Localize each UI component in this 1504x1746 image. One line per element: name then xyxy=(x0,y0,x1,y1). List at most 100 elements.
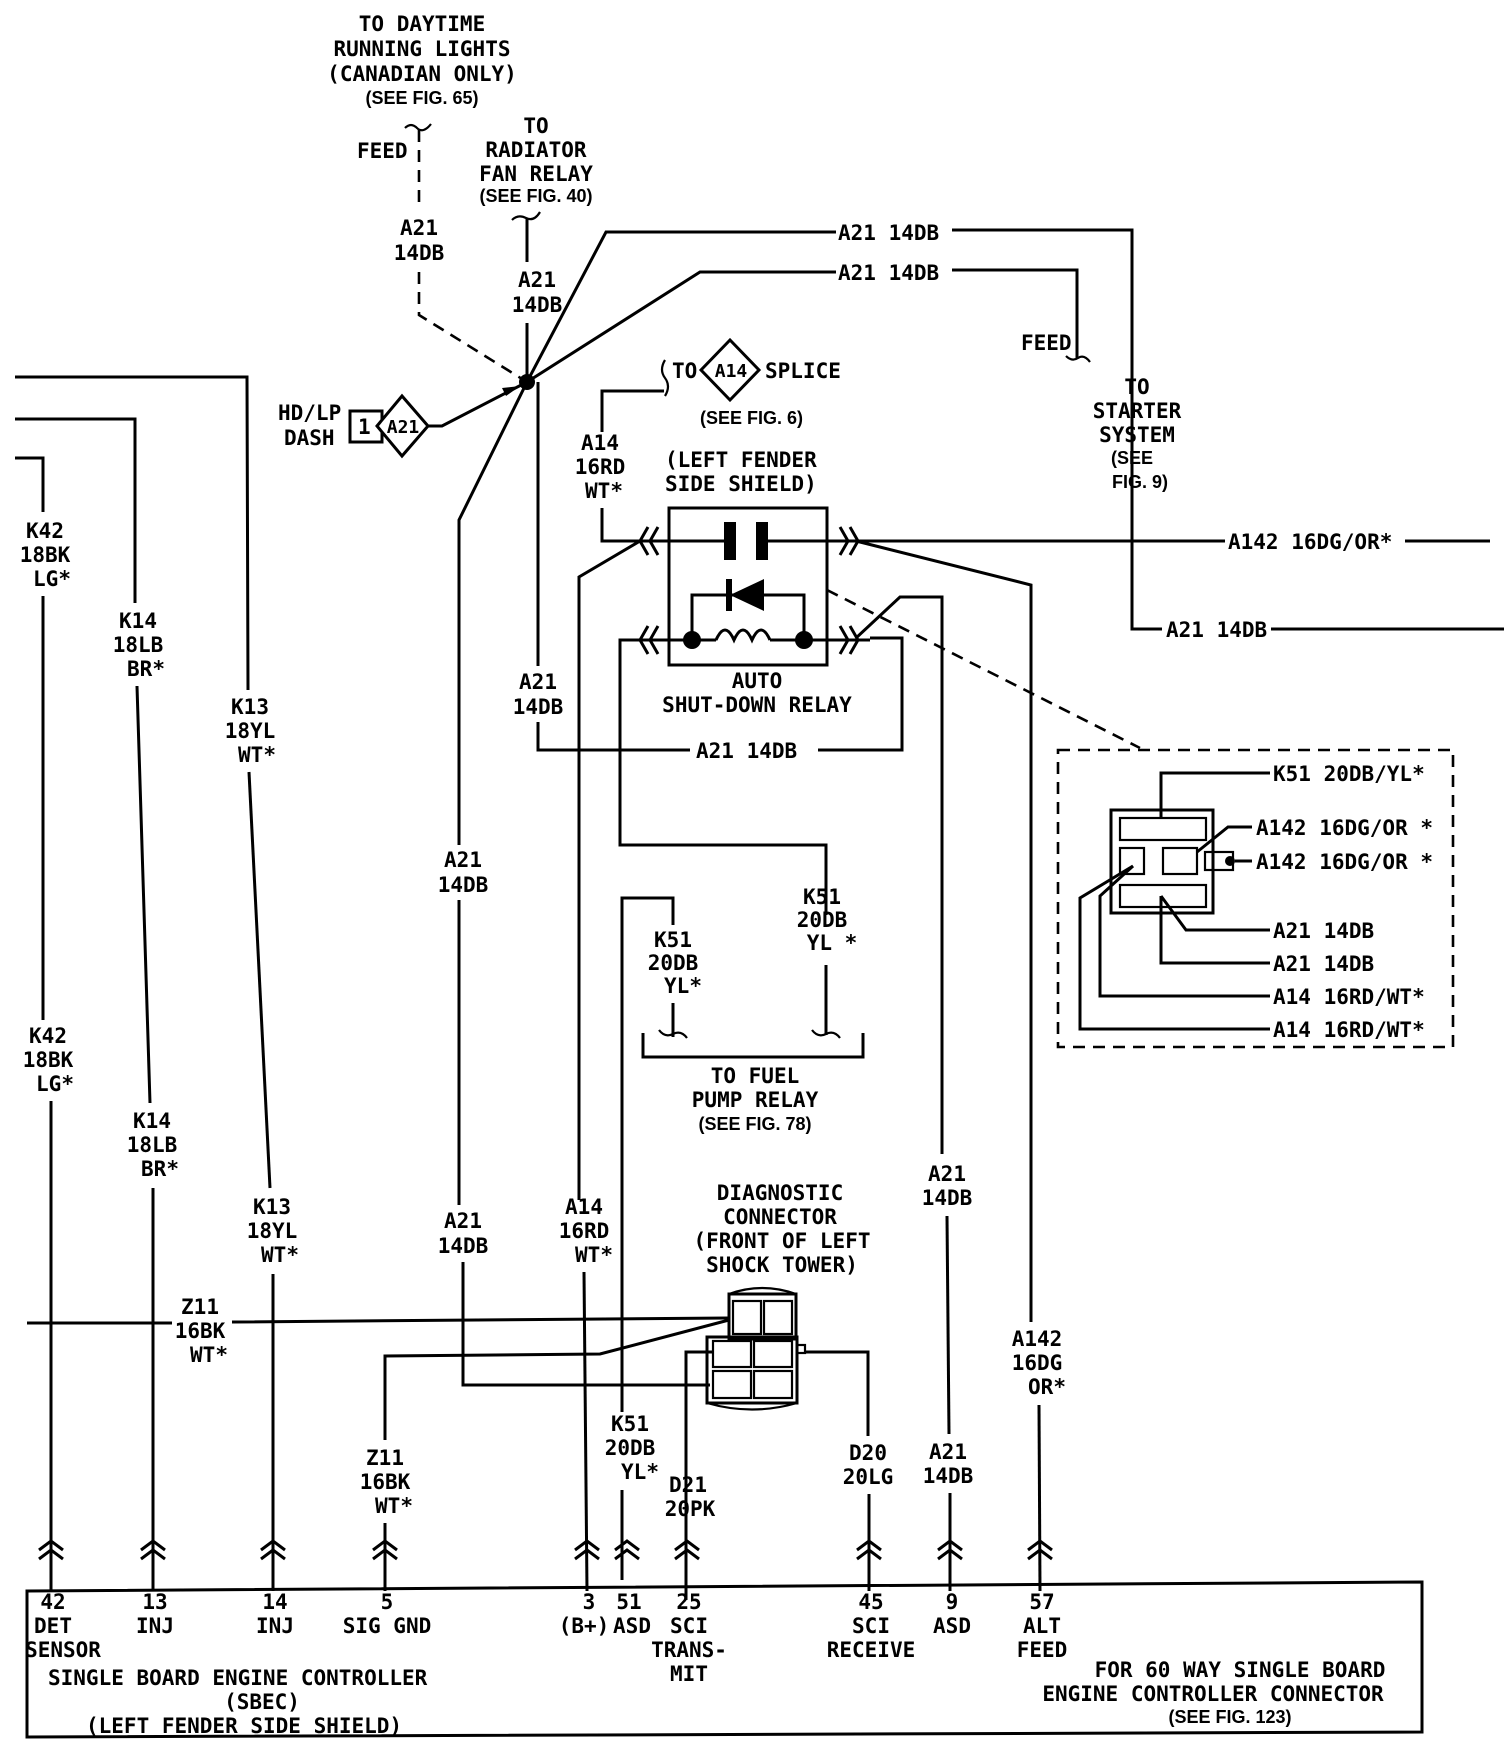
a142-vertical-label-2: 16DG xyxy=(1012,1351,1063,1375)
sbec-pin-name: MIT xyxy=(670,1662,708,1686)
wire-z11-lower xyxy=(383,1318,730,1440)
diag-cavity-5 xyxy=(711,1369,753,1400)
detail-lead-7 xyxy=(1078,864,1270,1031)
k51-lower-label-3: YL* xyxy=(621,1460,659,1484)
wire-k51-relay-down xyxy=(618,638,828,915)
d21-label-2: 20PK xyxy=(665,1497,716,1521)
wire-a21-right-down xyxy=(854,595,944,1154)
z11-lower-label-1: Z11 xyxy=(366,1446,404,1470)
starter-line-1: TO xyxy=(1124,375,1149,399)
diag-line-4: SHOCK TOWER) xyxy=(706,1253,858,1277)
a21-right-upper-label-2: 14DB xyxy=(922,1186,973,1210)
detail-line-2: A142 16DG/OR * xyxy=(1256,816,1433,840)
sbec-note-2: ENGINE CONTROLLER CONNECTOR xyxy=(1042,1682,1384,1706)
k13-lower-label-2: 18YL xyxy=(247,1219,298,1243)
sbec-title: SINGLE BOARD ENGINE CONTROLLER xyxy=(48,1666,428,1690)
diag-line-3: (FRONT OF LEFT xyxy=(693,1229,870,1253)
k14-upper-label-2: 18LB xyxy=(113,633,164,657)
radiator-line-3: FAN RELAY xyxy=(479,162,593,186)
sbec-pin-name: INJ xyxy=(256,1614,294,1638)
diag-line-2: CONNECTOR xyxy=(723,1205,837,1229)
a14-lower-label-2: 16RD xyxy=(559,1219,610,1243)
feed-right-break-icon xyxy=(1065,355,1091,363)
a21-mid-label-2: 14DB xyxy=(513,695,564,719)
a21-dash-label-2: 14DB xyxy=(394,241,445,265)
diagnostic-connector: DIAGNOSTIC CONNECTOR (FRONT OF LEFT SHOC… xyxy=(693,1181,871,1411)
sbec-pin-number: 57 xyxy=(1029,1590,1054,1614)
hdlp-pin: 1 xyxy=(358,415,371,439)
wire-a14-top xyxy=(600,389,664,432)
k14-lower-label-2: 18LB xyxy=(127,1133,178,1157)
diag-lower-block xyxy=(705,1335,799,1405)
k51-right-label-2: 20DB xyxy=(797,908,848,932)
wire-a21-mid-lower xyxy=(536,722,690,752)
detail-lead-2 xyxy=(1196,825,1252,854)
k13-lower-label-1: K13 xyxy=(253,1195,291,1219)
splice-diamond-icon xyxy=(698,337,762,403)
wire-a21-left-upper xyxy=(457,381,529,845)
sbec-pin-number: 45 xyxy=(858,1590,883,1614)
starter-line-3: SYSTEM xyxy=(1099,423,1175,447)
k42-lower-label-3: LG* xyxy=(36,1072,74,1096)
drl-line-2: RUNNING LIGHTS xyxy=(333,37,510,61)
splice-id: A14 xyxy=(715,361,748,382)
fuel-pump-line-2: PUMP RELAY xyxy=(692,1088,819,1112)
pin-chevron-icon xyxy=(38,1539,64,1561)
fuel-pump-line-1: TO FUEL xyxy=(711,1064,800,1088)
detail-dashed-box xyxy=(1056,748,1455,1049)
wire-a14-to-pin xyxy=(582,1271,589,1592)
wire-k14-upper xyxy=(15,417,137,603)
feed-left-break-icon xyxy=(404,123,432,132)
drl-callout: TO DAYTIME RUNNING LIGHTS (CANADIAN ONLY… xyxy=(327,12,517,108)
diode-icon xyxy=(730,579,764,611)
k42-upper-label-2: 18BK xyxy=(20,543,71,567)
coil-icon xyxy=(692,628,804,644)
detail-lead-1 xyxy=(1159,771,1270,818)
diag-cavity-4 xyxy=(752,1339,794,1369)
sbec-pin-name: INJ xyxy=(136,1614,174,1638)
diag-latch xyxy=(795,1343,807,1355)
sbec-pin-number: 9 xyxy=(946,1590,959,1614)
a14-relay-label-3: WT* xyxy=(585,479,623,503)
sbec-pin-number: 5 xyxy=(381,1590,394,1614)
relay-connector-out-bottom-icon xyxy=(838,625,860,655)
a21-left-upper-label-2: 14DB xyxy=(438,873,489,897)
relay-name-2: SHUT-DOWN RELAY xyxy=(662,693,852,717)
a14-lower-label-1: A14 xyxy=(565,1195,603,1219)
detail-cavity-center xyxy=(1161,846,1199,876)
z11-upper-label-2: 16BK xyxy=(175,1319,226,1343)
wire-d20-upper xyxy=(805,1350,870,1436)
feed-right-label: FEED xyxy=(1021,331,1072,355)
pin-chevron-icon xyxy=(1027,1539,1053,1561)
k51-right-label-3: YL * xyxy=(807,931,858,955)
k51-left-label-3: YL* xyxy=(664,974,702,998)
sbec-pin-name: TRANS- xyxy=(651,1638,727,1662)
k14-upper-label-3: BR* xyxy=(127,657,165,681)
pin-connector-chevrons xyxy=(38,1539,1053,1561)
sbec-abbr: (SBEC) xyxy=(224,1690,300,1714)
wire-k51-left xyxy=(620,896,675,1580)
sbec-pin-number: 25 xyxy=(676,1590,701,1614)
sbec-note-ref: (SEE FIG. 123) xyxy=(1168,1707,1291,1727)
k13-lower-label-3: WT* xyxy=(261,1243,299,1267)
feed-left-label: FEED xyxy=(357,139,408,163)
detail-line-6: A14 16RD/WT* xyxy=(1273,985,1425,1009)
drl-line-1: TO DAYTIME xyxy=(359,12,485,36)
wire-a21-to-diag xyxy=(461,1262,710,1387)
hdlp-label-2: DASH xyxy=(284,426,335,450)
a21-left-upper-label-1: A21 xyxy=(444,848,482,872)
k14-lower-label-3: BR* xyxy=(141,1157,179,1181)
sbec-pin-number: 51 xyxy=(616,1590,641,1614)
wire-a21-top-1 xyxy=(525,230,836,383)
wire-a21-top-2-right xyxy=(952,268,1079,358)
d21-label-1: D21 xyxy=(669,1473,707,1497)
coil-node-left-icon xyxy=(683,631,701,649)
sbec-pin-name: FEED xyxy=(1017,1638,1068,1662)
fuel-pump-ref: (SEE FIG. 78) xyxy=(698,1114,811,1134)
a21-right-lower-label-1: A21 xyxy=(929,1440,967,1464)
k13-upper-label-1: K13 xyxy=(231,695,269,719)
sbec-pin-number: 3 xyxy=(583,1590,596,1614)
detail-lead-6 xyxy=(1098,864,1270,998)
arrow-icon xyxy=(502,386,520,396)
